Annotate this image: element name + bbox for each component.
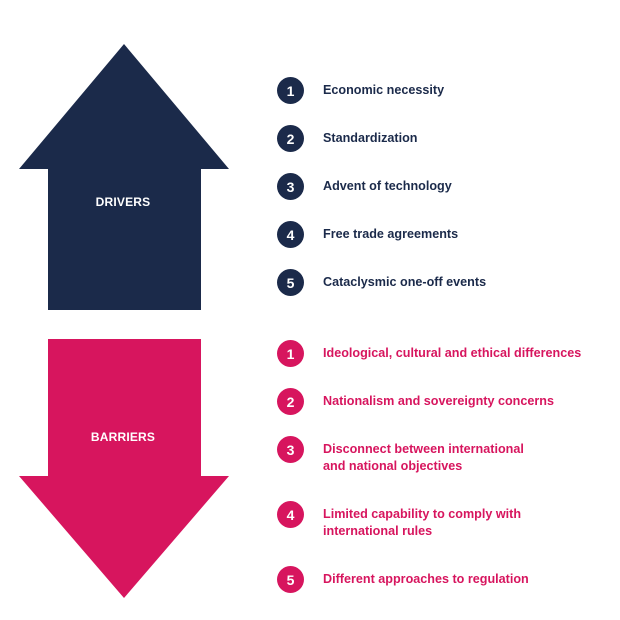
barrier-text: Nationalism and sovereignty concerns <box>323 394 554 408</box>
number-badge: 5 <box>277 566 304 593</box>
driver-item-5: 5 Cataclysmic one-off events <box>277 269 613 296</box>
barriers-down-arrow <box>19 339 229 598</box>
barrier-text: Ideological, cultural and ethical differ… <box>323 346 582 360</box>
driver-text: Cataclysmic one-off events <box>323 275 487 289</box>
number-badge: 2 <box>277 125 304 152</box>
barrier-item-5: 5 Different approaches to regulation <box>277 566 613 593</box>
number-badge: 4 <box>277 501 304 528</box>
barrier-item-3: 3 Disconnect between international and n… <box>277 436 613 475</box>
drivers-label: DRIVERS <box>95 195 151 209</box>
barrier-item-2: 2 Nationalism and sovereignty concerns <box>277 388 613 415</box>
number-badge: 2 <box>277 388 304 415</box>
barrier-text: Disconnect between international and nat… <box>323 442 524 473</box>
driver-text: Economic necessity <box>323 83 445 97</box>
number-badge: 1 <box>277 340 304 367</box>
drivers-up-arrow <box>19 44 229 310</box>
number-badge: 5 <box>277 269 304 296</box>
number-badge: 3 <box>277 436 304 463</box>
barrier-text: Different approaches to regulation <box>323 572 529 586</box>
driver-item-2: 2 Standardization <box>277 125 613 152</box>
driver-text: Standardization <box>323 131 418 145</box>
driver-text: Free trade agreements <box>323 227 459 241</box>
barrier-text: Limited capability to comply with intern… <box>323 507 522 538</box>
barriers-label: BARRIERS <box>90 430 156 444</box>
barrier-item-1: 1 Ideological, cultural and ethical diff… <box>277 340 613 367</box>
number-badge: 1 <box>277 77 304 104</box>
number-badge: 4 <box>277 221 304 248</box>
driver-item-3: 3 Advent of technology <box>277 173 613 200</box>
driver-text: Advent of technology <box>323 179 452 193</box>
barrier-item-4: 4 Limited capability to comply with inte… <box>277 501 613 540</box>
driver-item-1: 1 Economic necessity <box>277 77 613 104</box>
driver-item-4: 4 Free trade agreements <box>277 221 613 248</box>
number-badge: 3 <box>277 173 304 200</box>
